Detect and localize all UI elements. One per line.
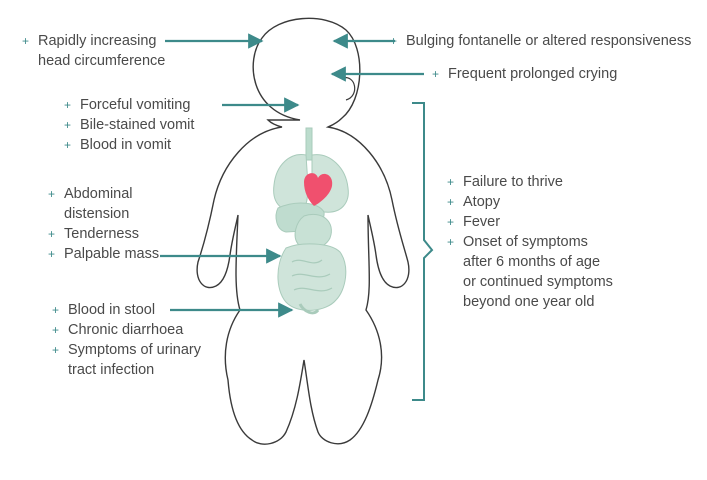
plus-icon: + [447, 215, 455, 229]
plus-icon: + [447, 195, 455, 209]
plus-icon: + [52, 323, 60, 337]
list-item: +Blood in stool [52, 302, 156, 318]
bowel-list: +Blood in stool +Chronic diarrhoea +Symp… [52, 300, 201, 380]
heart-icon [304, 173, 333, 206]
plus-icon: + [390, 34, 398, 48]
list-item: +Chronic diarrhoea [52, 322, 184, 338]
list-item: +Fever [447, 214, 501, 230]
plus-icon: + [447, 235, 455, 249]
general-signs-list: +Failure to thrive +Atopy +Fever + Onset… [447, 172, 613, 312]
label-fontanelle: + Bulging fontanelle or altered responsi… [390, 31, 691, 51]
colon-icon [298, 303, 320, 315]
plus-icon: + [64, 98, 72, 112]
plus-icon: + [48, 187, 56, 201]
list-item: +Blood in vomit [64, 137, 172, 153]
list-item: +Failure to thrive [447, 174, 563, 190]
label-crying: + Frequent prolonged crying [432, 64, 617, 84]
plus-icon: + [447, 175, 455, 189]
list-item: +Atopy [447, 194, 501, 210]
label-line: Rapidly increasing [38, 33, 157, 49]
list-item: +Palpable mass [48, 246, 160, 262]
label-line: Frequent prolonged crying [448, 66, 618, 82]
plus-icon: + [432, 67, 440, 81]
trachea-icon [305, 127, 313, 161]
label-head-circumference: + Rapidly increasing head circumference [22, 31, 165, 71]
pointer-arrows [160, 33, 424, 318]
vomiting-list: +Forceful vomiting +Bile-stained vomit +… [64, 95, 194, 155]
plus-icon: + [64, 118, 72, 132]
plus-icon: + [52, 303, 60, 317]
plus-icon: + [64, 138, 72, 152]
plus-icon: + [48, 227, 56, 241]
general-signs-bracket [412, 102, 434, 401]
plus-icon: + [22, 34, 30, 48]
label-line: Bulging fontanelle or altered responsive… [406, 33, 692, 49]
plus-icon: + [52, 343, 60, 357]
list-item: +Tenderness [48, 226, 139, 242]
list-item: +Forceful vomiting [64, 97, 191, 113]
label-line: head circumference [38, 53, 166, 69]
list-item: + Onset of symptoms after 6 months of ag… [447, 234, 613, 310]
list-item: +Bile-stained vomit [64, 117, 195, 133]
left-lung-icon [273, 154, 309, 213]
plus-icon: + [48, 247, 56, 261]
intestines-icon [277, 243, 347, 311]
